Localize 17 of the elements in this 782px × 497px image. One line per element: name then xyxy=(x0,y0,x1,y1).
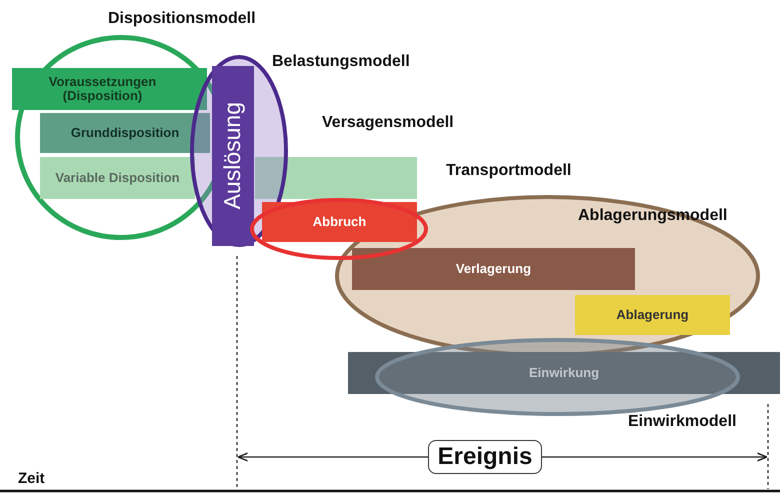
bar-label: Auslösung xyxy=(220,102,246,210)
model-label: Dispositionsmodell xyxy=(108,10,256,28)
event-label: Ereignis xyxy=(428,440,542,474)
phase-bar: Abbruch xyxy=(262,202,417,242)
model-label: Versagensmodell xyxy=(322,114,454,132)
model-label: Einwirkmodell xyxy=(628,413,736,431)
phase-bar xyxy=(212,66,254,246)
phase-bar: Variable Disposition xyxy=(40,157,195,199)
phase-bar: Ablagerung xyxy=(575,295,730,335)
axis-label: Zeit xyxy=(18,470,45,487)
model-label: Belastungsmodell xyxy=(272,53,410,71)
phase-bar: Einwirkung xyxy=(348,352,780,394)
model-label: Transportmodell xyxy=(446,162,572,180)
model-label: Ablagerungsmodell xyxy=(578,207,728,225)
phase-bar: Grunddisposition xyxy=(40,113,210,153)
phase-bar: Verlagerung xyxy=(352,248,635,290)
phase-bar: Voraussetzungen (Disposition) xyxy=(12,68,207,110)
